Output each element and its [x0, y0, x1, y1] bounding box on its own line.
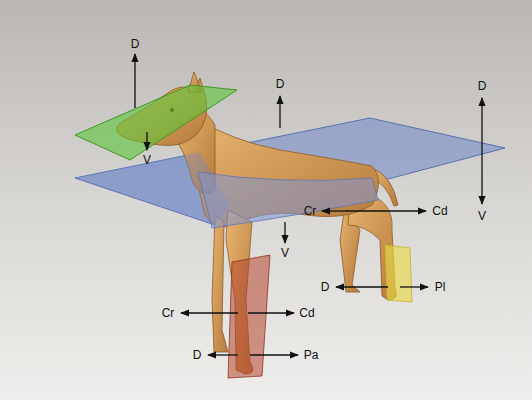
- direction-label: V: [478, 210, 486, 222]
- direction-label: Pl: [435, 281, 446, 293]
- direction-label: Cd: [432, 205, 447, 217]
- direction-label: D: [131, 38, 140, 50]
- direction-label: V: [281, 247, 289, 259]
- direction-label: Cd: [299, 307, 314, 319]
- palmar-plane: [228, 255, 270, 378]
- direction-label: V: [143, 154, 151, 166]
- direction-label: Cr: [304, 205, 317, 217]
- plantar-plane: [385, 245, 412, 302]
- direction-label: Pa: [304, 349, 319, 361]
- direction-label: D: [276, 78, 285, 90]
- direction-label: D: [321, 281, 330, 293]
- direction-label: D: [193, 349, 202, 361]
- direction-label: Cr: [162, 307, 175, 319]
- direction-label: D: [478, 80, 487, 92]
- direction-arrows: [135, 54, 482, 355]
- body-band: [198, 172, 378, 228]
- head-plane: [75, 85, 237, 160]
